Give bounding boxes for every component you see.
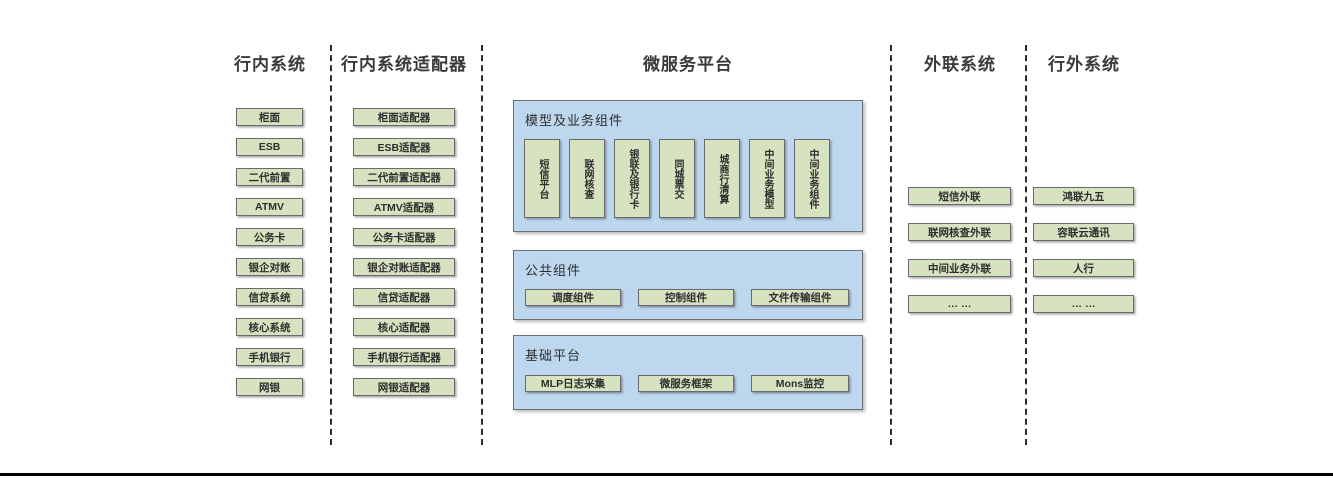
dashed-separator-4 bbox=[1025, 45, 1027, 445]
heading-internal-systems: 行内系统 bbox=[234, 55, 306, 74]
outbound-systems-column: 短信外联 联网核查外联 中间业务外联 … … bbox=[908, 187, 1011, 313]
outbound-box: … … bbox=[908, 295, 1011, 313]
component-box: 微服务框架 bbox=[638, 375, 734, 392]
dashed-separator-3 bbox=[890, 45, 892, 445]
adapter-box: 核心适配器 bbox=[353, 318, 455, 336]
component-box: 城商行清算 bbox=[704, 139, 740, 218]
system-box: ESB bbox=[236, 138, 303, 156]
adapter-box: 信贷适配器 bbox=[353, 288, 455, 306]
model-business-components-panel: 模型及业务组件 短信平台 联网核查 银联及银行卡 同城票交 城商行清算 中间业务… bbox=[513, 100, 863, 232]
component-box: 同城票交 bbox=[659, 139, 695, 218]
adapter-box: 银企对账适配器 bbox=[353, 258, 455, 276]
component-box: 中间业务模型 bbox=[749, 139, 785, 218]
outbound-box: 短信外联 bbox=[908, 187, 1011, 205]
external-box: … … bbox=[1033, 295, 1134, 313]
component-box: 文件传输组件 bbox=[751, 289, 849, 306]
common-components-row: 调度组件 控制组件 文件传输组件 bbox=[525, 289, 849, 306]
dashed-separator-1 bbox=[330, 45, 332, 445]
system-box: ATMV bbox=[236, 198, 303, 216]
component-box: 调度组件 bbox=[525, 289, 621, 306]
external-box: 人行 bbox=[1033, 259, 1134, 277]
panel-label: 模型及业务组件 bbox=[525, 113, 624, 128]
common-components-panel: 公共组件 调度组件 控制组件 文件传输组件 bbox=[513, 250, 863, 320]
system-box: 核心系统 bbox=[236, 318, 303, 336]
base-platform-row: MLP日志采集 微服务框架 Mons监控 bbox=[525, 375, 849, 392]
component-box: 短信平台 bbox=[524, 139, 560, 218]
external-systems-column: 鸿联九五 容联云通讯 人行 … … bbox=[1033, 187, 1134, 313]
heading-outbound-systems: 外联系统 bbox=[924, 55, 996, 74]
adapter-box: 手机银行适配器 bbox=[353, 348, 455, 366]
panel-label: 公共组件 bbox=[525, 263, 582, 278]
adapter-box: 网银适配器 bbox=[353, 378, 455, 396]
system-box: 手机银行 bbox=[236, 348, 303, 366]
system-box: 网银 bbox=[236, 378, 303, 396]
component-box: Mons监控 bbox=[751, 375, 849, 392]
internal-systems-column: 柜面 ESB 二代前置 ATMV 公务卡 银企对账 信贷系统 核心系统 手机银行… bbox=[236, 108, 303, 396]
component-box: 银联及银行卡 bbox=[614, 139, 650, 218]
system-box: 公务卡 bbox=[236, 228, 303, 246]
component-box: 中间业务组件 bbox=[794, 139, 830, 218]
heading-internal-adapters: 行内系统适配器 bbox=[341, 55, 467, 74]
external-box: 鸿联九五 bbox=[1033, 187, 1134, 205]
adapters-column: 柜面适配器 ESB适配器 二代前置适配器 ATMV适配器 公务卡适配器 银企对账… bbox=[353, 108, 455, 396]
system-box: 二代前置 bbox=[236, 168, 303, 186]
adapter-box: ATMV适配器 bbox=[353, 198, 455, 216]
component-box: 联网核查 bbox=[569, 139, 605, 218]
panel-label: 基础平台 bbox=[525, 348, 582, 363]
heading-microservice-platform: 微服务平台 bbox=[643, 55, 733, 74]
heading-external-systems: 行外系统 bbox=[1048, 55, 1120, 74]
vertical-components-row: 短信平台 联网核查 银联及银行卡 同城票交 城商行清算 中间业务模型 中间业务组… bbox=[524, 139, 830, 218]
component-box: 控制组件 bbox=[638, 289, 734, 306]
external-box: 容联云通讯 bbox=[1033, 223, 1134, 241]
adapter-box: ESB适配器 bbox=[353, 138, 455, 156]
dashed-separator-2 bbox=[481, 45, 483, 445]
system-box: 柜面 bbox=[236, 108, 303, 126]
system-box: 银企对账 bbox=[236, 258, 303, 276]
bottom-divider bbox=[0, 473, 1333, 476]
base-platform-panel: 基础平台 MLP日志采集 微服务框架 Mons监控 bbox=[513, 335, 863, 410]
component-box: MLP日志采集 bbox=[525, 375, 621, 392]
system-box: 信贷系统 bbox=[236, 288, 303, 306]
adapter-box: 公务卡适配器 bbox=[353, 228, 455, 246]
adapter-box: 二代前置适配器 bbox=[353, 168, 455, 186]
outbound-box: 联网核查外联 bbox=[908, 223, 1011, 241]
outbound-box: 中间业务外联 bbox=[908, 259, 1011, 277]
adapter-box: 柜面适配器 bbox=[353, 108, 455, 126]
